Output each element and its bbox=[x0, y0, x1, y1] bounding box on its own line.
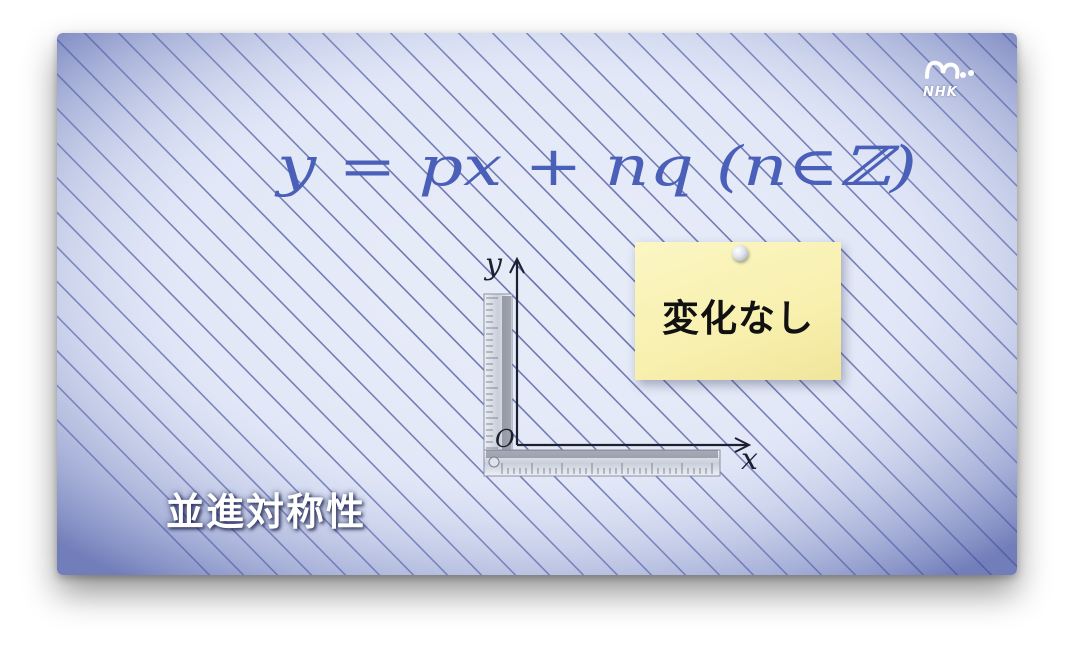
nhk-logo-text: NHK bbox=[923, 85, 958, 100]
sticky-note-text: 変化なし bbox=[662, 297, 814, 340]
nhk-logo-icon bbox=[925, 60, 974, 79]
pushpin-icon bbox=[732, 245, 748, 261]
video-frame: y = px + nq (n∈ℤ) y x O 変化なし 並進対称性 bbox=[57, 33, 1017, 575]
x-axis-label: x bbox=[741, 442, 758, 477]
coordinate-axes bbox=[509, 256, 752, 453]
ruler-corner-screw bbox=[488, 456, 500, 468]
y-axis-label: y bbox=[483, 247, 503, 282]
notebook-scene: y = px + nq (n∈ℤ) y x O bbox=[57, 33, 1017, 575]
y-axis-arrowhead bbox=[509, 256, 525, 274]
x-axis-arrowhead bbox=[734, 437, 752, 453]
vignette bbox=[57, 33, 1017, 575]
formula: y = px + nq (n∈ℤ) bbox=[274, 135, 917, 198]
sticky-note: 変化なし bbox=[635, 242, 841, 380]
origin-label: O bbox=[495, 425, 515, 453]
caption: 並進対称性 bbox=[166, 490, 367, 534]
ruler-horizontal bbox=[483, 449, 721, 477]
